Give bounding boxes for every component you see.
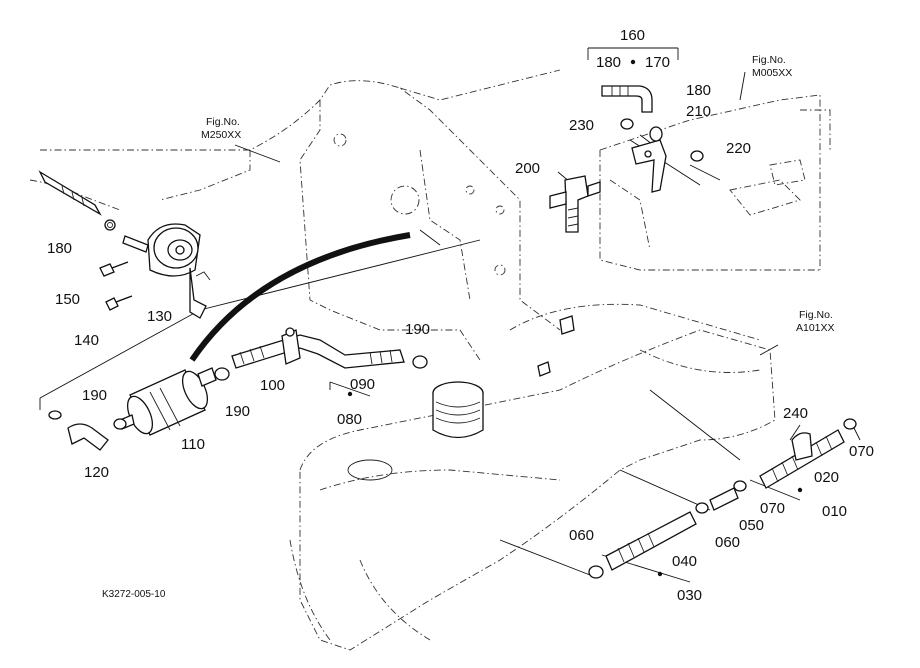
callout-150: 150 <box>55 291 80 308</box>
callout-190-middle: 190 <box>225 403 250 420</box>
callout-230: 230 <box>569 117 594 134</box>
fuel-hose-120 <box>67 423 109 451</box>
callout-190-right: 190 <box>405 321 430 338</box>
assembly-markers <box>347 59 803 577</box>
callout-070-right: 070 <box>849 443 874 460</box>
callout-110: 110 <box>181 436 205 453</box>
callout-120: 120 <box>84 464 109 481</box>
callout-210: 210 <box>686 103 711 120</box>
bracket-230 <box>631 139 667 193</box>
figure-ref-m250xx: Fig.No. M250XX <box>201 116 241 141</box>
figure-ref-a101xx: Fig.No. A101XX <box>796 309 835 334</box>
callout-080: 080 <box>337 411 362 428</box>
figure-ref-code: M005XX <box>752 67 792 79</box>
callout-160: 160 <box>620 27 645 44</box>
hose-joint-050 <box>709 487 739 511</box>
fuel-pipe-030 <box>605 511 697 571</box>
hose-clip-100 <box>281 327 301 365</box>
callout-090: 090 <box>350 376 375 393</box>
figure-ref-m005xx: Fig.No. M005XX <box>752 54 792 79</box>
bolts-fuel-pump <box>99 219 133 311</box>
callout-220: 220 <box>726 140 751 157</box>
callout-070-left: 070 <box>760 500 785 517</box>
callout-190-left: 190 <box>82 387 107 404</box>
callout-010: 010 <box>822 503 847 520</box>
callout-200: 200 <box>515 160 540 177</box>
callout-180-right: 180 <box>686 82 711 99</box>
callout-060-left: 060 <box>569 527 594 544</box>
callout-060-right: 060 <box>715 534 740 551</box>
callout-100: 100 <box>260 377 285 394</box>
fuel-tank-outline <box>289 303 776 651</box>
fuel-hose-upper-left <box>38 170 102 216</box>
callout-240: 240 <box>783 405 808 422</box>
figure-ref-code: A101XX <box>796 322 835 334</box>
callout-130: 130 <box>147 308 172 325</box>
fuel-filter <box>119 367 217 436</box>
figure-ref-label: Fig.No. <box>799 309 833 321</box>
figure-ref-code: M250XX <box>201 129 241 141</box>
fuel-hose-170 <box>601 85 663 142</box>
drawing-code: K3272-005-10 <box>102 589 166 600</box>
callout-140: 140 <box>74 332 99 349</box>
fuel-return-pipe <box>189 232 411 362</box>
figure-ref-label: Fig.No. <box>206 116 240 128</box>
fuel-valve-assembly <box>549 175 601 233</box>
fuel-pump <box>122 223 211 319</box>
callout-labels: 160 180 170 180 210 230 220 200 180 150 … <box>47 27 874 604</box>
callout-030: 030 <box>677 587 702 604</box>
figure-ref-label: Fig.No. <box>752 54 786 66</box>
callout-180-left: 180 <box>47 240 72 257</box>
fuel-hose-090 <box>231 334 405 369</box>
callout-170: 170 <box>645 54 670 71</box>
band-240 <box>791 432 813 461</box>
callout-050: 050 <box>739 517 764 534</box>
callout-180-top: 180 <box>596 54 621 71</box>
engine-frame-outline <box>29 69 561 361</box>
clamps <box>48 118 857 579</box>
callout-040: 040 <box>672 553 697 570</box>
right-frame-outline <box>599 94 831 271</box>
callout-020: 020 <box>814 469 839 486</box>
